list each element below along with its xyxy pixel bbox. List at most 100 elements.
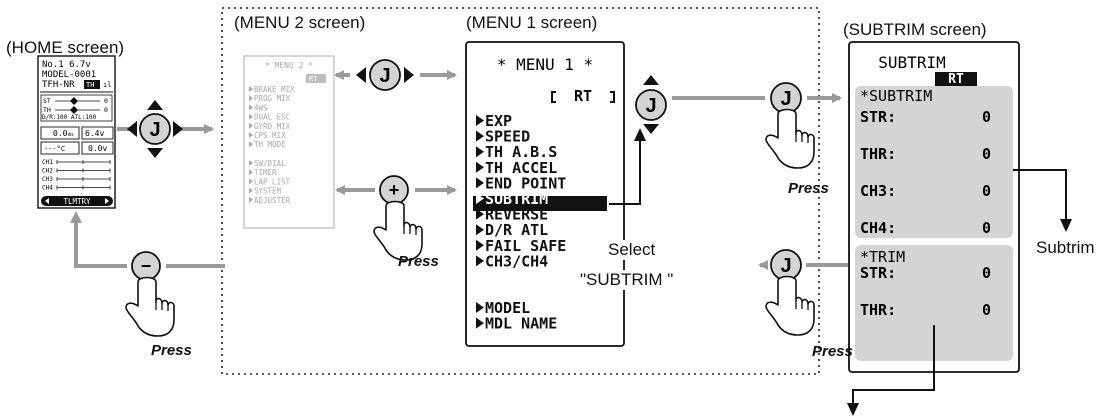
- antenna-icon: ıl: [103, 81, 111, 89]
- home-footer-bar: [41, 196, 113, 206]
- home-th-badge: TH: [86, 81, 94, 89]
- subtrim-title: SUBTRIM: [878, 53, 945, 72]
- joystick-left-right-label: J: [379, 65, 390, 87]
- menu1-item: CH3/CH4: [485, 252, 548, 270]
- subtrim-out-line: [1013, 169, 1067, 222]
- subtrim-screen: SUBTRIM RT *SUBTRIM STR:0THR:0CH3:0CH4:0…: [848, 41, 1020, 373]
- menu1-badge: RT: [574, 87, 592, 105]
- home-timer-value: 0.0: [53, 129, 68, 138]
- menu2-item-arrow-icon: [249, 104, 253, 111]
- joystick-4way-label: J: [149, 119, 160, 141]
- press-label-minus: Press: [151, 342, 192, 359]
- home-channel-label: CH1: [42, 159, 53, 166]
- menu2-item-arrow-icon: [249, 196, 253, 203]
- menu1-item-arrow-icon: [476, 115, 484, 126]
- menu2-item: 4WS: [254, 103, 268, 112]
- subtrim-row-label: STR:: [860, 108, 896, 126]
- j-press-subtrim-label: J: [780, 88, 791, 110]
- menu1-item-arrow-icon: [476, 302, 484, 313]
- subtrim-row-value: 0: [982, 219, 991, 237]
- to-home-arrowhead: [70, 211, 82, 223]
- subtrim-section-title: *SUBTRIM: [860, 87, 932, 105]
- menu1-item-arrow-icon: [476, 239, 484, 251]
- home-th-label: TH: [43, 106, 51, 114]
- menu2-item: CPS MIX: [254, 131, 286, 140]
- menu1-title: * MENU 1 *: [497, 55, 593, 74]
- st-trim-marker-icon: [70, 97, 78, 105]
- home-channel-label: CH4: [42, 185, 53, 192]
- subtrim-output-label: Subtrim: [1036, 238, 1095, 257]
- menu2-item: SYSTEM: [254, 187, 282, 196]
- subtrim-row-value: 0: [982, 182, 991, 200]
- footer-left-arrow-icon: [45, 198, 49, 204]
- trim-out-arrowhead: [847, 403, 859, 416]
- menu-group-dotted-frame: [221, 7, 820, 375]
- home-voltage: 6.4v: [85, 129, 104, 138]
- home-channel-label: CH2: [42, 168, 53, 175]
- pressing-hand-icon: [373, 200, 423, 261]
- subtrim-row-value: 0: [982, 145, 991, 163]
- menu1-item: FAIL SAFE: [485, 237, 566, 255]
- joystick-up-down-icon: [635, 75, 667, 134]
- trim-row-value: 0: [982, 301, 991, 319]
- select-subtrim-arrowhead: [634, 128, 646, 141]
- menu1-item: MDL NAME: [485, 315, 557, 333]
- home-st-label: ST: [43, 97, 51, 105]
- subtrim-row-label: CH3:: [860, 182, 896, 200]
- subtrim-screen-caption: (SUBTRIM screen): [843, 20, 987, 39]
- home-st-value: 0: [104, 97, 108, 105]
- menu1-item: TH A.B.S: [485, 143, 557, 161]
- menu1-item-selected: SUBTRIM: [485, 190, 548, 208]
- menu2-item-arrow-icon: [249, 113, 253, 120]
- menu1-item-arrow-icon: [476, 224, 484, 236]
- joystick-left-right-icon: [356, 59, 414, 91]
- subtrim-row-value: 0: [982, 108, 991, 126]
- home-th-badge-bg: [84, 80, 100, 89]
- menu2-item-arrow-icon: [249, 178, 253, 185]
- home-timer-unit: ms: [68, 132, 74, 138]
- press-label-j-back: Press: [812, 343, 853, 360]
- home-footer-label: TLMTRY: [63, 197, 91, 206]
- menu1-selection-highlight: [473, 196, 607, 211]
- subtrim-row-label: THR:: [860, 145, 896, 163]
- menu1-screen-caption: (MENU 1 screen): [466, 13, 598, 32]
- menu2-item-arrow-icon: [249, 95, 253, 102]
- footer-right-arrow-icon: [105, 198, 109, 204]
- home-screen-caption: (HOME screen): [6, 38, 125, 57]
- pressing-hand-icon: [125, 276, 175, 337]
- joystick-4way-icon: [127, 100, 183, 158]
- subtrim-section-panel: [855, 86, 1013, 238]
- menu2-item: SW/DIAL: [254, 159, 286, 168]
- menu1-item: MODEL: [485, 299, 530, 317]
- menu2-item: DUAL ESC: [254, 113, 290, 122]
- menu1-item: END POINT: [485, 174, 566, 192]
- home-volt2: 0.0v: [88, 144, 107, 153]
- menu1-item: EXP: [485, 112, 512, 130]
- menu1-item-arrow-icon: [476, 208, 484, 220]
- menu2-item-arrow-icon: [249, 169, 253, 176]
- home-th-value: 0: [104, 106, 108, 114]
- menu2-item: LAP LIST: [254, 177, 291, 186]
- menu1-item-arrow-icon: [476, 317, 484, 329]
- home-dr-line: D/R:100 ATL:100: [42, 114, 97, 121]
- menu2-badge: RT: [309, 75, 318, 83]
- home-screen: No.1 6.7v MODEL-0001 TFH-NR TH ıl ST 0 T…: [37, 55, 116, 209]
- menu2-item: TIMER: [254, 168, 277, 177]
- subtrim-badge: RT: [948, 72, 964, 87]
- menu2-item-arrow-icon: [249, 86, 253, 92]
- press-label-plus: Press: [398, 253, 439, 270]
- menu2-item: TH MODE: [254, 140, 286, 149]
- trim-row-label: STR:: [860, 264, 896, 282]
- menu2-item-arrow-icon: [249, 187, 253, 194]
- home-line-2: MODEL-0001: [42, 70, 96, 80]
- trim-row-value: 0: [982, 264, 991, 282]
- pressing-hand-icon: [765, 108, 815, 169]
- menu1-item: REVERSE: [485, 206, 548, 224]
- press-label-j-subtrim: Press: [788, 180, 829, 197]
